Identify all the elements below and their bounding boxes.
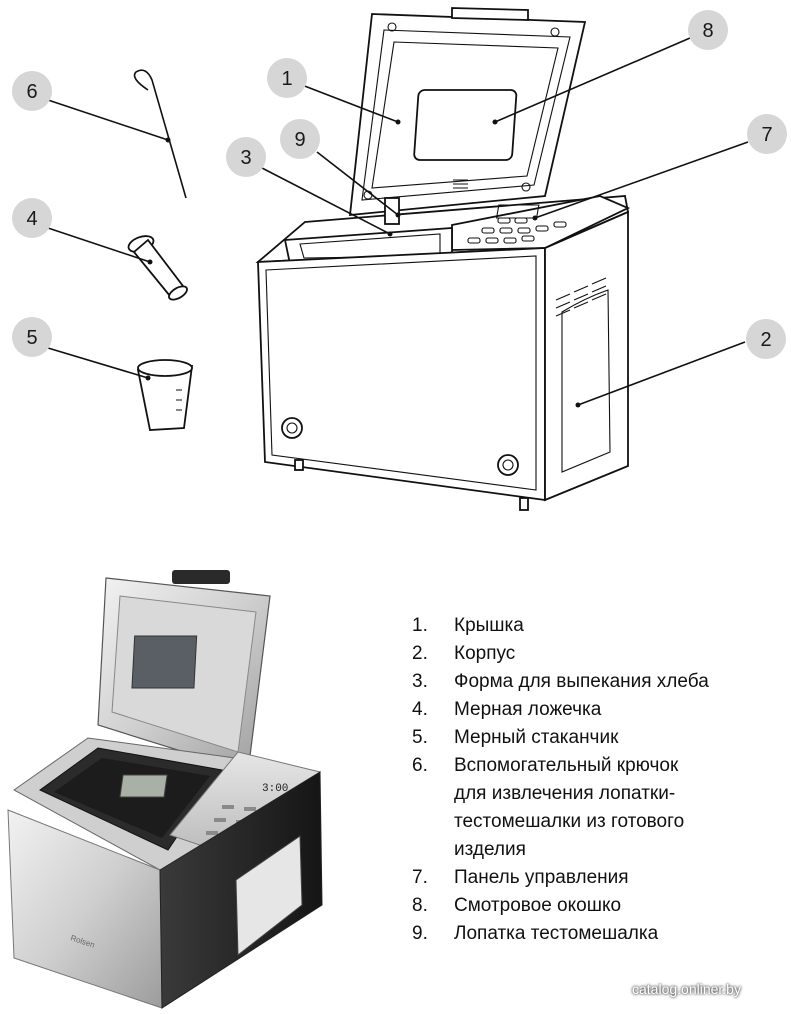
- legend-item: 6.Вспомогательный крючок для извлечения …: [412, 755, 685, 860]
- svg-text:6: 6: [26, 81, 37, 103]
- svg-text:1: 1: [281, 68, 292, 90]
- callout-2: 2: [746, 319, 786, 359]
- legend-item: 3.Форма для выпекания хлеба: [412, 671, 709, 692]
- callout-6: 6: [12, 71, 52, 111]
- legend-item: 7.Панель управления: [412, 867, 629, 888]
- callout-5: 5: [12, 317, 52, 357]
- svg-text:3: 3: [240, 147, 251, 169]
- callout-4: 4: [12, 198, 52, 238]
- svg-text:9: 9: [294, 129, 305, 151]
- legend-item: 9.Лопатка тестомешалка: [412, 923, 659, 944]
- legend-item: 1.Крышка: [412, 615, 524, 636]
- svg-text:7: 7: [761, 124, 772, 146]
- viewing-window: [413, 89, 518, 161]
- legend-item: 8.Смотровое окошко: [412, 895, 622, 916]
- legend-item: 5.Мерный стаканчик: [412, 727, 619, 748]
- display-readout: 3:00: [262, 783, 288, 795]
- leader-lines: [47, 37, 749, 408]
- watermark: catalog.onliner.by: [632, 981, 741, 997]
- legend-item: 4.Мерная ложечка: [412, 699, 602, 720]
- hook-drawing: [133, 69, 187, 199]
- legend-item: 2.Корпус: [412, 643, 516, 664]
- measuring-cup-drawing: [136, 359, 194, 431]
- svg-text:2: 2: [760, 329, 771, 351]
- parts-legend: 1.Крышка 2.Корпус 3.Форма для выпекания …: [412, 612, 754, 948]
- callout-3: 3: [226, 137, 266, 177]
- bread-maker-drawing: [255, 7, 631, 511]
- svg-text:8: 8: [702, 20, 713, 42]
- svg-text:5: 5: [26, 327, 37, 349]
- callout-1: 1: [267, 58, 307, 98]
- svg-text:4: 4: [26, 208, 37, 230]
- callout-8: 8: [688, 10, 728, 50]
- callout-7: 7: [747, 114, 787, 154]
- callout-9: 9: [280, 119, 320, 159]
- measuring-spoon-drawing: [127, 235, 188, 301]
- product-photo: 3:00 Rolsen: [7, 570, 323, 1009]
